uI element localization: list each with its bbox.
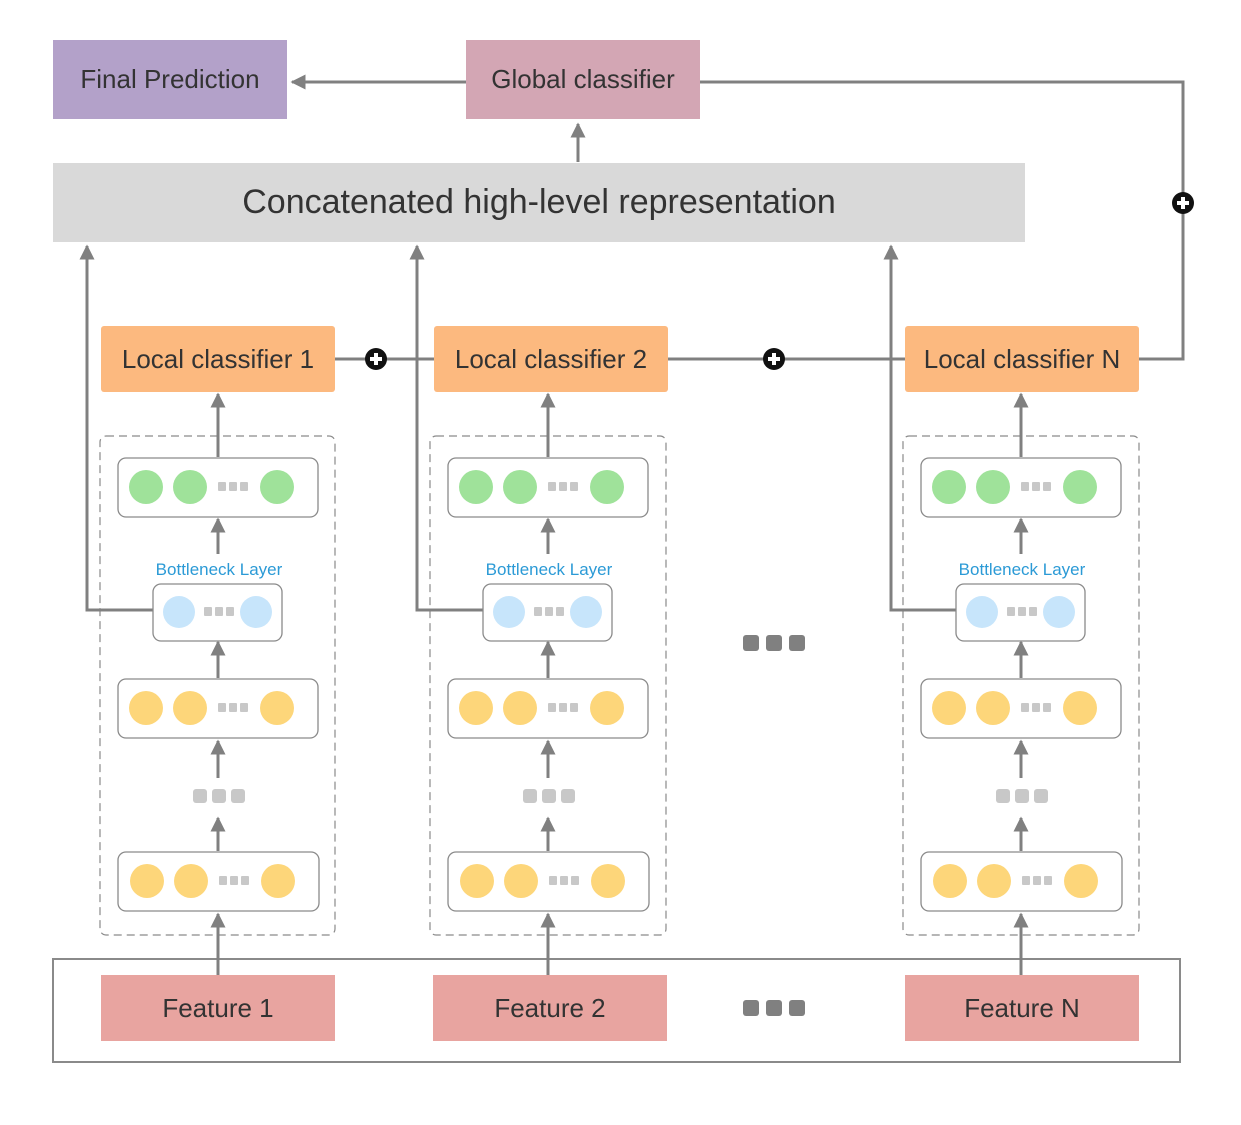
node-yellow bbox=[504, 864, 538, 898]
bottleneck-label-2: Bottleneck Layer bbox=[485, 560, 613, 579]
node-yellow bbox=[932, 691, 966, 725]
node-yellow bbox=[173, 691, 207, 725]
bypass-arrow-3 bbox=[883, 244, 956, 612]
ellipsis-icon bbox=[523, 789, 575, 803]
node-yellow bbox=[130, 864, 164, 898]
ellipsis-icon bbox=[204, 607, 234, 616]
node-blue bbox=[570, 596, 602, 628]
ellipsis-icon bbox=[1007, 607, 1037, 616]
node-yellow bbox=[260, 691, 294, 725]
loop-to-global-classifier bbox=[700, 80, 1185, 361]
node-green bbox=[590, 470, 624, 504]
plus-circle-icon bbox=[1172, 192, 1194, 214]
plus-circle-icon bbox=[365, 348, 387, 370]
feature-n-box: Feature N bbox=[905, 975, 1139, 1041]
global-classifier-box: Global classifier bbox=[466, 40, 700, 119]
feature-1-box: Feature 1 bbox=[101, 975, 335, 1041]
feature-2-box: Feature 2 bbox=[433, 975, 667, 1041]
node-yellow bbox=[174, 864, 208, 898]
final-prediction-box: Final Prediction bbox=[53, 40, 287, 119]
ellipsis-icon bbox=[218, 482, 248, 491]
node-yellow bbox=[1063, 691, 1097, 725]
concatenated-representation-box: Concatenated high-level representation bbox=[53, 163, 1025, 242]
ellipsis-icon bbox=[996, 789, 1048, 803]
node-green bbox=[503, 470, 537, 504]
ellipsis-icon bbox=[548, 703, 578, 712]
node-yellow bbox=[591, 864, 625, 898]
local-classifier-1: Local classifier 1 bbox=[101, 326, 335, 392]
ellipsis-icon bbox=[743, 1000, 805, 1016]
ellipsis-icon bbox=[218, 703, 248, 712]
node-green bbox=[129, 470, 163, 504]
node-green bbox=[260, 470, 294, 504]
local-classifier-n: Local classifier N bbox=[905, 326, 1139, 392]
plus-circle-icon bbox=[763, 348, 785, 370]
ellipsis-icon bbox=[1021, 703, 1051, 712]
node-yellow bbox=[459, 691, 493, 725]
node-green bbox=[1063, 470, 1097, 504]
node-yellow bbox=[503, 691, 537, 725]
node-green bbox=[976, 470, 1010, 504]
node-yellow bbox=[590, 691, 624, 725]
node-yellow bbox=[460, 864, 494, 898]
ellipsis-icon bbox=[534, 607, 564, 616]
bottleneck-label-1: Bottleneck Layer bbox=[155, 560, 283, 579]
node-yellow bbox=[261, 864, 295, 898]
node-blue bbox=[1043, 596, 1075, 628]
node-yellow bbox=[976, 691, 1010, 725]
node-blue bbox=[493, 596, 525, 628]
node-yellow bbox=[977, 864, 1011, 898]
ellipsis-icon bbox=[548, 482, 578, 491]
ellipsis-icon bbox=[1022, 876, 1052, 885]
node-blue bbox=[163, 596, 195, 628]
ellipsis-icon bbox=[743, 635, 805, 651]
ellipsis-icon bbox=[549, 876, 579, 885]
node-yellow bbox=[129, 691, 163, 725]
bypass-arrow-2 bbox=[409, 244, 483, 612]
node-yellow bbox=[1064, 864, 1098, 898]
feature-container bbox=[52, 958, 1181, 1063]
bypass-arrow-1 bbox=[79, 244, 153, 612]
node-green bbox=[173, 470, 207, 504]
node-green bbox=[932, 470, 966, 504]
ellipsis-icon bbox=[1021, 482, 1051, 491]
node-blue bbox=[966, 596, 998, 628]
ellipsis-icon bbox=[219, 876, 249, 885]
node-blue bbox=[240, 596, 272, 628]
local-classifier-2: Local classifier 2 bbox=[434, 326, 668, 392]
ellipsis-icon bbox=[193, 789, 245, 803]
node-green bbox=[459, 470, 493, 504]
node-yellow bbox=[933, 864, 967, 898]
bottleneck-label-n: Bottleneck Layer bbox=[958, 560, 1086, 579]
